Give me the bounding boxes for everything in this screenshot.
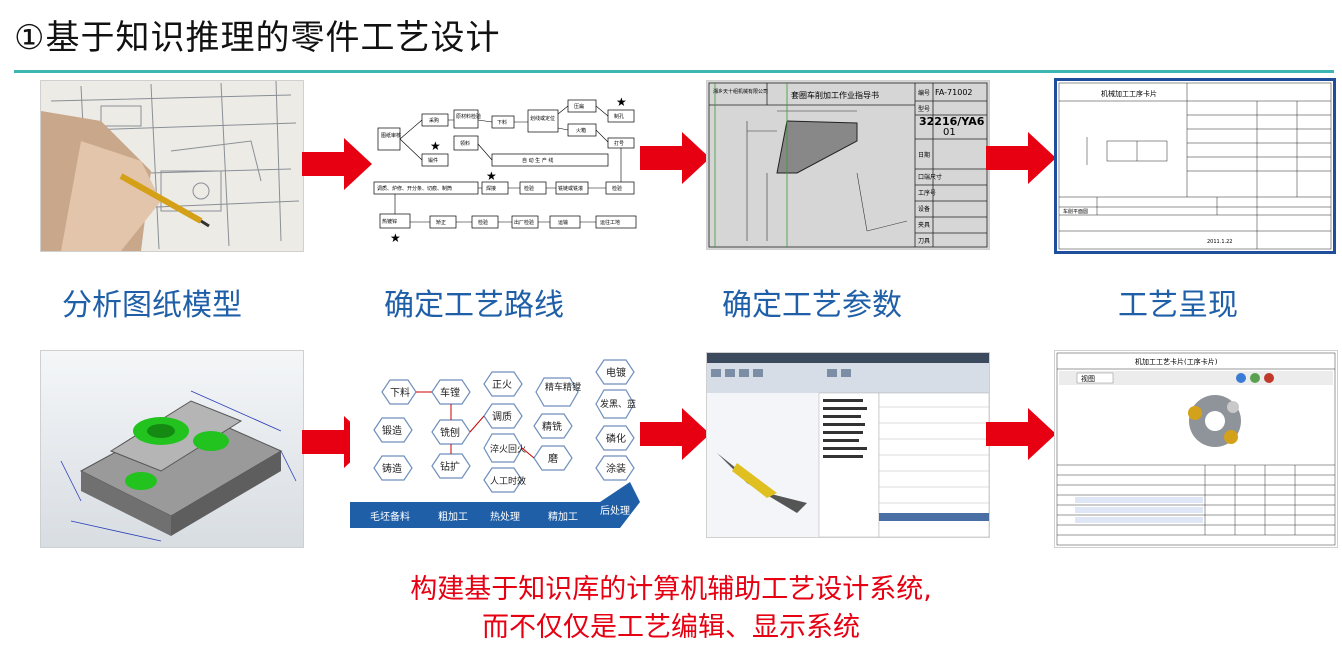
svg-text:型号: 型号 [918, 105, 930, 113]
caption-analyze-drawing: 分析图纸模型 [62, 288, 242, 323]
svg-text:套圈车削加工作业指导书: 套圈车削加工作业指导书 [791, 90, 879, 100]
svg-text:出厂检验: 出厂检验 [514, 219, 534, 226]
caption-determine-route: 确定工艺路线 [384, 288, 564, 323]
page-title: ①基于知识推理的零件工艺设计 [14, 18, 501, 58]
svg-text:发黑、蓝: 发黑、蓝 [600, 398, 636, 410]
svg-text:划线或定位: 划线或定位 [530, 115, 555, 122]
svg-text:运输: 运输 [558, 219, 568, 226]
svg-text:2011.1.22: 2011.1.22 [1207, 239, 1232, 245]
svg-text:打号: 打号 [614, 140, 624, 147]
svg-text:工序号: 工序号 [918, 189, 936, 197]
svg-text:32216/YA6: 32216/YA6 [919, 115, 985, 128]
svg-text:FA-71002: FA-71002 [935, 88, 973, 97]
svg-text:★: ★ [390, 231, 401, 245]
svg-text:日期: 日期 [918, 151, 930, 159]
svg-text:机加工工艺卡片(工序卡片): 机加工工艺卡片(工序卡片) [1135, 357, 1218, 366]
caption-determine-params: 确定工艺参数 [722, 288, 902, 323]
drawing-sketch-image [40, 80, 304, 252]
footer-line-2: 而不仅仅是工艺编辑、显示系统 [482, 612, 860, 643]
svg-text:精加工: 精加工 [548, 510, 578, 523]
svg-text:车镗: 车镗 [440, 386, 460, 399]
svg-text:正火: 正火 [492, 379, 512, 391]
process-route-flowchart: 图纸审核 采购 原材料检验 下料 划线或定位 压扁 火箱 领料 打号 制孔 锻件… [372, 84, 640, 254]
svg-text:下料: 下料 [497, 119, 507, 126]
arrow-right-icon [640, 132, 710, 184]
caption-process-display: 工艺呈现 [1118, 288, 1238, 323]
svg-text:电镀: 电镀 [606, 366, 626, 379]
capp-software-screenshot [706, 352, 990, 538]
svg-text:设备: 设备 [918, 205, 930, 213]
svg-text:原材料检验: 原材料检验 [456, 113, 481, 120]
svg-text:下料: 下料 [390, 386, 410, 399]
svg-text:视图: 视图 [1081, 374, 1095, 383]
svg-text:★: ★ [486, 169, 497, 183]
title-underline [14, 70, 1334, 73]
svg-text:铣刨: 铣刨 [440, 426, 460, 439]
work-instruction-document: 湘乡天十组机械有限公司 套圈车削加工作业指导书 FA-71002 32216/Y… [706, 80, 990, 250]
svg-text:车削平面圆: 车削平面圆 [1063, 208, 1088, 215]
svg-text:锻造: 锻造 [382, 424, 402, 437]
svg-text:编号: 编号 [918, 89, 930, 97]
svg-text:淬火回火: 淬火回火 [490, 443, 526, 455]
svg-text:夹具: 夹具 [918, 221, 930, 229]
svg-text:制孔: 制孔 [614, 113, 624, 120]
svg-text:检验: 检验 [524, 185, 534, 192]
svg-text:矫正: 矫正 [436, 219, 446, 226]
process-card-3d-view: 视图 机加工工艺卡片(工序卡片) [1054, 350, 1338, 548]
svg-text:自 动 生 产 线: 自 动 生 产 线 [522, 157, 553, 164]
svg-text:领料: 领料 [460, 140, 470, 147]
svg-text:火箱: 火箱 [576, 127, 586, 134]
svg-text:焊接: 焊接 [486, 185, 496, 192]
process-steps-diagram: 下料 车镗 正火 精车精镗 电镀 锻造 铣刨 调质 精铣 发黑、蓝 铸造 钻扩 … [350, 352, 642, 528]
svg-text:采购: 采购 [429, 117, 439, 124]
svg-text:钻扩: 钻扩 [440, 460, 460, 473]
svg-text:检验: 检验 [612, 185, 622, 192]
svg-text:铣链或铣滚: 铣链或铣滚 [558, 185, 583, 192]
process-card-document: 机械加工工序卡片 车削平面圆 2011.1.22 [1054, 78, 1336, 254]
svg-text:热处理: 热处理 [490, 510, 520, 523]
svg-text:人工时效: 人工时效 [490, 475, 526, 487]
svg-text:口端尺寸: 口端尺寸 [918, 173, 942, 181]
svg-text:调质、炉修、开分条、切痕、制筒: 调质、炉修、开分条、切痕、制筒 [377, 185, 452, 192]
arrow-right-icon [302, 138, 372, 190]
svg-text:01: 01 [943, 127, 956, 138]
svg-text:精车精镗: 精车精镗 [545, 381, 581, 393]
svg-text:热镀锌: 热镀锌 [382, 218, 397, 225]
svg-text:粗加工: 粗加工 [438, 511, 468, 523]
svg-text:压扁: 压扁 [574, 103, 584, 110]
3d-part-model-image [40, 350, 304, 548]
arrow-right-icon [640, 408, 710, 460]
svg-text:锻件: 锻件 [428, 157, 438, 164]
svg-text:涂装: 涂装 [606, 462, 626, 475]
arrow-right-icon [986, 408, 1056, 460]
svg-text:湘乡天十组机械有限公司: 湘乡天十组机械有限公司 [713, 88, 768, 95]
svg-text:★: ★ [616, 95, 627, 109]
svg-text:铸造: 铸造 [382, 462, 402, 475]
svg-text:运往工地: 运往工地 [600, 219, 620, 226]
arrow-right-icon [986, 132, 1056, 184]
svg-text:磷化: 磷化 [606, 432, 626, 445]
svg-text:毛坯备料: 毛坯备料 [370, 510, 410, 523]
svg-text:调质: 调质 [492, 411, 512, 423]
svg-text:精铣: 精铣 [542, 420, 562, 433]
svg-text:后处理: 后处理 [600, 505, 630, 517]
svg-text:图纸审核: 图纸审核 [381, 132, 401, 139]
svg-text:机械加工工序卡片: 机械加工工序卡片 [1101, 89, 1157, 98]
svg-text:★: ★ [430, 139, 441, 153]
svg-text:刀具: 刀具 [918, 238, 930, 245]
footer-line-1: 构建基于知识库的计算机辅助工艺设计系统, [410, 574, 932, 605]
svg-text:检验: 检验 [478, 219, 488, 226]
svg-text:磨: 磨 [548, 453, 558, 465]
